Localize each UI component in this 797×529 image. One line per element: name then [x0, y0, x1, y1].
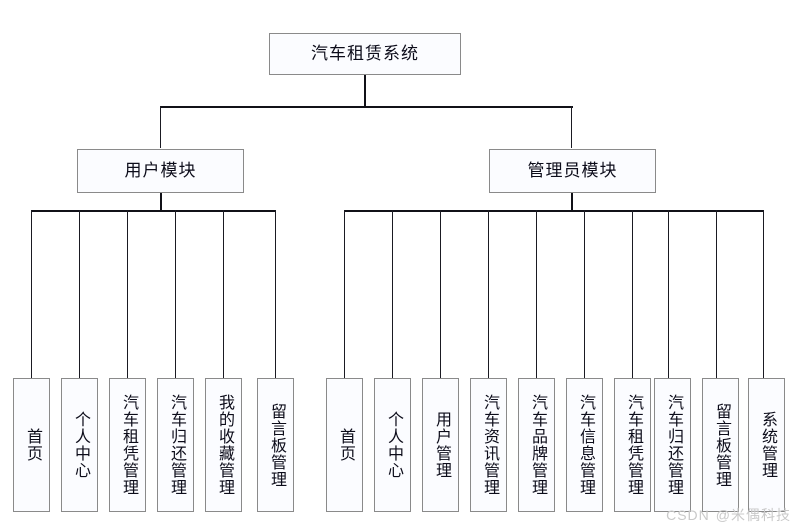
connector-user-module-stem	[160, 193, 162, 211]
node-root-car-rental-system[interactable]: 汽车租赁系统	[269, 33, 461, 75]
node-label: 汽车归还管理	[167, 394, 185, 496]
node-label: 用户模块	[124, 160, 197, 180]
connector-drop-user-0	[31, 210, 32, 378]
node-leaf-admin-system-mgmt[interactable]: 系统管理	[748, 378, 785, 512]
connector-drop-admin-3	[488, 210, 489, 378]
node-label: 汽车租赁系统	[311, 43, 419, 63]
node-leaf-admin-car-info-mgmt[interactable]: 汽车信息管理	[566, 378, 603, 512]
connector-admin-module-stem	[571, 193, 573, 211]
connector-user-children-bus	[31, 210, 276, 212]
connector-drop-admin-1	[392, 210, 393, 378]
watermark-author: @米偶科技	[715, 507, 791, 523]
node-label: 留言板管理	[712, 402, 730, 488]
node-leaf-admin-car-return-mgmt[interactable]: 汽车归还管理	[654, 378, 691, 512]
node-label: 个人中心	[384, 411, 402, 479]
connector-drop-admin-9	[763, 210, 764, 378]
connector-admin-children-bus	[344, 210, 764, 212]
node-label: 汽车租凭管理	[624, 394, 642, 496]
node-label: 汽车租凭管理	[119, 394, 137, 496]
connector-level1-bus	[160, 106, 573, 108]
node-label: 首页	[23, 428, 41, 462]
connector-to-admin-module	[571, 106, 572, 148]
node-leaf-user-car-rental-voucher-mgmt[interactable]: 汽车租凭管理	[109, 378, 146, 512]
connector-drop-user-4	[223, 210, 224, 378]
connector-drop-admin-8	[716, 210, 717, 378]
node-branch-admin-module[interactable]: 管理员模块	[489, 149, 656, 193]
node-branch-user-module[interactable]: 用户模块	[77, 149, 244, 193]
connector-drop-admin-2	[440, 210, 441, 378]
node-leaf-admin-message-board-mgmt[interactable]: 留言板管理	[702, 378, 739, 512]
node-label: 管理员模块	[527, 160, 618, 180]
connector-drop-admin-5	[584, 210, 585, 378]
node-label: 汽车资讯管理	[480, 394, 498, 496]
watermark-brand: CSDN	[666, 507, 710, 523]
node-leaf-admin-car-brand-mgmt[interactable]: 汽车品牌管理	[518, 378, 555, 512]
connector-drop-admin-6	[632, 210, 633, 378]
node-label: 留言板管理	[267, 402, 285, 488]
node-label: 用户管理	[432, 411, 450, 479]
node-label: 我的收藏管理	[215, 394, 233, 496]
node-label: 系统管理	[758, 411, 776, 479]
connector-root-stem	[364, 75, 366, 107]
node-leaf-admin-car-news-mgmt[interactable]: 汽车资讯管理	[470, 378, 507, 512]
node-leaf-admin-car-rental-voucher-mgmt[interactable]: 汽车租凭管理	[614, 378, 651, 512]
node-label: 个人中心	[71, 411, 89, 479]
node-leaf-user-home[interactable]: 首页	[13, 378, 50, 512]
node-leaf-admin-home[interactable]: 首页	[326, 378, 363, 512]
connector-drop-user-3	[175, 210, 176, 378]
connector-drop-user-5	[275, 210, 276, 378]
connector-drop-admin-4	[536, 210, 537, 378]
node-leaf-user-my-favorites-mgmt[interactable]: 我的收藏管理	[205, 378, 242, 512]
node-label: 首页	[336, 428, 354, 462]
connector-drop-user-2	[127, 210, 128, 378]
node-leaf-user-personal-center[interactable]: 个人中心	[61, 378, 98, 512]
node-label: 汽车品牌管理	[528, 394, 546, 496]
node-leaf-user-message-board-mgmt[interactable]: 留言板管理	[257, 378, 294, 512]
watermark: CSDN @米偶科技	[666, 505, 791, 525]
connector-drop-admin-0	[344, 210, 345, 378]
node-leaf-admin-personal-center[interactable]: 个人中心	[374, 378, 411, 512]
node-leaf-user-car-return-mgmt[interactable]: 汽车归还管理	[157, 378, 194, 512]
connector-drop-user-1	[79, 210, 80, 378]
node-leaf-admin-user-mgmt[interactable]: 用户管理	[422, 378, 459, 512]
connector-to-user-module	[160, 106, 161, 148]
node-label: 汽车信息管理	[576, 394, 594, 496]
node-label: 汽车归还管理	[664, 394, 682, 496]
connector-drop-admin-7	[668, 210, 669, 378]
